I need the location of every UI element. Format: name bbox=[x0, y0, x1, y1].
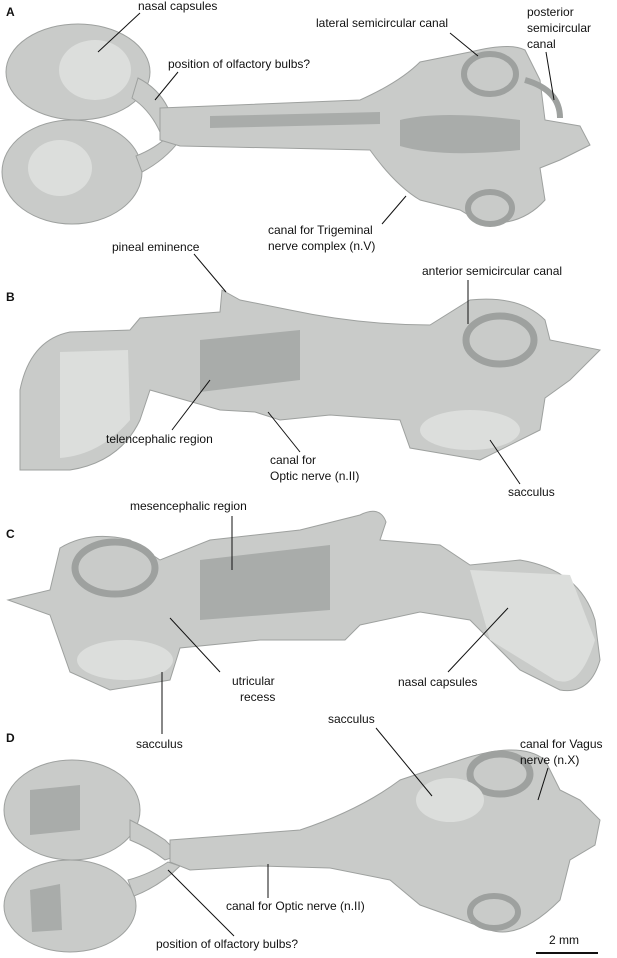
label-sacculus: sacculus bbox=[136, 737, 183, 751]
label-anterior-semicircular-canal: anterior semicircular canal bbox=[422, 264, 562, 278]
endocast-lateral-view-right bbox=[6, 510, 601, 692]
label-telencephalic-region: telencephalic region bbox=[106, 432, 213, 446]
nasal-capsule-right bbox=[3, 859, 137, 953]
label-vagus-canal: canal for Vagus bbox=[520, 737, 603, 751]
scale-bar: 2 mm bbox=[536, 933, 598, 954]
leader-line bbox=[267, 411, 301, 453]
olfactory-tract-right bbox=[127, 861, 181, 897]
scale-bar-label: 2 mm bbox=[549, 933, 579, 947]
endocast-lateral-view-left bbox=[19, 289, 602, 471]
label-trigeminal-complex: nerve complex (n.V) bbox=[268, 239, 375, 253]
label-olfactory-bulbs: position of olfactory bulbs? bbox=[168, 57, 310, 71]
leader-line bbox=[381, 195, 407, 225]
leader-line bbox=[447, 607, 509, 673]
label-semicircular: semicircular bbox=[527, 21, 591, 35]
leader-line bbox=[545, 51, 555, 101]
lateral-semicircular-canal bbox=[461, 51, 519, 97]
leader-line bbox=[169, 617, 221, 673]
label-optic-canal: canal for bbox=[270, 453, 316, 467]
label-olfactory-bulbs: position of olfactory bulbs? bbox=[156, 937, 298, 951]
label-sacculus: sacculus bbox=[508, 485, 555, 499]
leader-line bbox=[193, 253, 227, 293]
panel-c: C mesencephalic region utricular recess … bbox=[6, 499, 601, 751]
leader-line bbox=[167, 869, 235, 937]
panel-b: B pineal eminence anterior semicircular … bbox=[6, 240, 602, 499]
label-pineal-eminence: pineal eminence bbox=[112, 240, 200, 254]
leader-line bbox=[97, 12, 141, 53]
panel-a: A nasal capsules position of olfactory b… bbox=[1, 0, 591, 253]
label-vagus-nerve: nerve (n.X) bbox=[520, 753, 579, 767]
panel-d: D sacculus canal for Vagus nerve (n.X) c… bbox=[3, 712, 603, 953]
label-canal: canal bbox=[527, 37, 556, 51]
label-nasal-capsules: nasal capsules bbox=[138, 0, 217, 13]
label-mesencephalic-region: mesencephalic region bbox=[130, 499, 247, 513]
leader-line bbox=[449, 32, 479, 57]
label-optic-nerve: Optic nerve (n.II) bbox=[270, 469, 359, 483]
label-posterior: posterior bbox=[527, 5, 574, 19]
leader-line bbox=[375, 727, 433, 797]
label-utricular: utricular bbox=[232, 674, 275, 688]
panel-letter-d: D bbox=[6, 731, 15, 745]
panel-letter-c: C bbox=[6, 527, 15, 541]
panel-letter-a: A bbox=[6, 5, 15, 19]
leader-line bbox=[171, 379, 211, 431]
endocast-ventral-view bbox=[3, 749, 601, 953]
label-sacculus: sacculus bbox=[328, 712, 375, 726]
label-nasal-capsules: nasal capsules bbox=[398, 675, 477, 689]
brain-endocast bbox=[159, 46, 591, 224]
sacculus bbox=[420, 410, 520, 450]
leader-line bbox=[489, 439, 521, 485]
anterior-semicircular-canal bbox=[462, 312, 538, 368]
endocast-dorsal-view bbox=[1, 23, 591, 227]
leader-line bbox=[154, 71, 179, 101]
leader-line bbox=[537, 767, 549, 801]
label-lateral-semicircular-canal: lateral semicircular canal bbox=[316, 16, 448, 30]
posterior-semicircular-canal bbox=[524, 77, 563, 119]
label-trigeminal-canal: canal for Trigeminal bbox=[268, 223, 373, 237]
label-optic-canal: canal for Optic nerve (n.II) bbox=[226, 899, 365, 913]
label-recess: recess bbox=[240, 690, 275, 704]
sacculus bbox=[416, 778, 484, 822]
sacculus bbox=[77, 640, 173, 680]
panel-letter-b: B bbox=[6, 290, 15, 304]
